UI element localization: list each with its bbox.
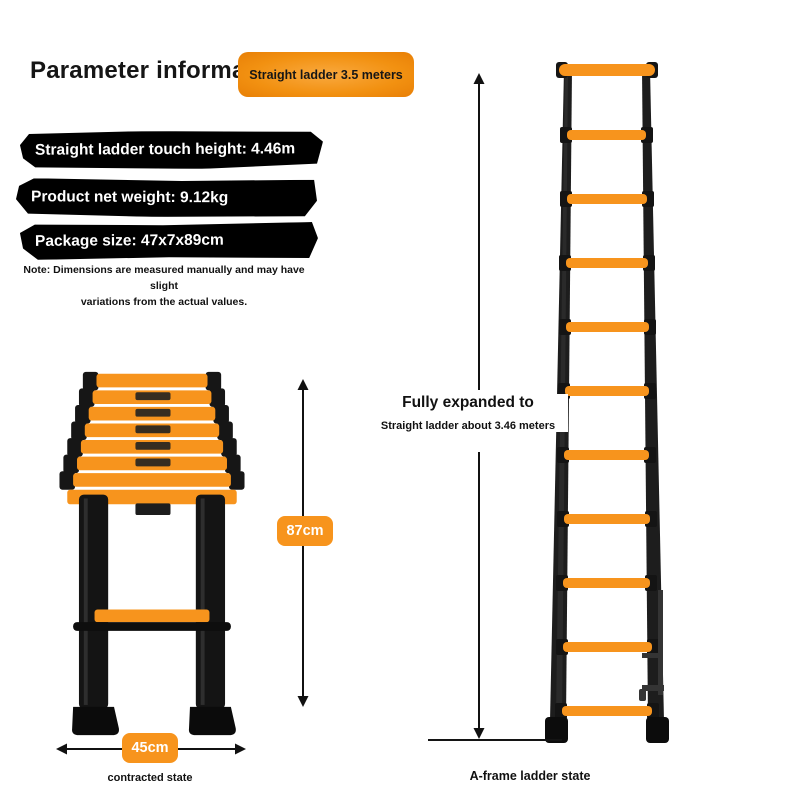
product-name-badge: Straight ladder 3.5 meters bbox=[238, 52, 414, 97]
spec-banner-net-weight: Product net weight: 9.12kg bbox=[16, 178, 317, 218]
crossbar bbox=[94, 609, 210, 623]
aframe-state-caption: A-frame ladder state bbox=[469, 769, 591, 783]
expanded-feet bbox=[545, 717, 669, 743]
contracted-feet bbox=[72, 706, 236, 736]
expanded-dimension-arrow-bottom bbox=[473, 452, 485, 739]
expanded-dimension-arrow-top bbox=[473, 73, 485, 390]
height-dimension-badge: 87cm bbox=[277, 516, 333, 546]
expanded-label-line-2: Straight ladder about 3.46 meters bbox=[380, 420, 556, 432]
width-dimension-badge: 45cm bbox=[122, 733, 178, 763]
bottom-rung bbox=[67, 489, 237, 505]
rung-clamp bbox=[135, 503, 171, 516]
note-line-1: Note: Dimensions are measured manually a… bbox=[23, 264, 305, 292]
expanded-label-line-1: Fully expanded to bbox=[402, 394, 534, 411]
ground-line bbox=[428, 739, 562, 741]
stabilizer-bar bbox=[73, 622, 231, 631]
spec-banner-package-size: Package size: 47x7x89cm bbox=[20, 222, 318, 260]
contracted-right-tube-stack bbox=[205, 371, 245, 490]
spec-banner-touch-height: Straight ladder touch height: 4.46m bbox=[20, 130, 323, 170]
measurement-note: Note: Dimensions are measured manually a… bbox=[18, 263, 310, 310]
contracted-rung-stack bbox=[73, 373, 231, 487]
rung-slots bbox=[135, 392, 171, 467]
note-line-2: variations from the actual values. bbox=[80, 295, 248, 308]
expanded-rungs bbox=[562, 130, 652, 716]
contracted-left-tube-stack bbox=[59, 371, 99, 490]
expanded-dimension-label: Fully expanded to Straight ladder about … bbox=[368, 394, 568, 432]
contracted-legs bbox=[78, 494, 226, 709]
contracted-state-caption: contracted state bbox=[107, 772, 193, 784]
top-rung bbox=[559, 64, 655, 76]
hook-bracket bbox=[639, 590, 664, 701]
contracted-ladder-image bbox=[59, 371, 245, 736]
